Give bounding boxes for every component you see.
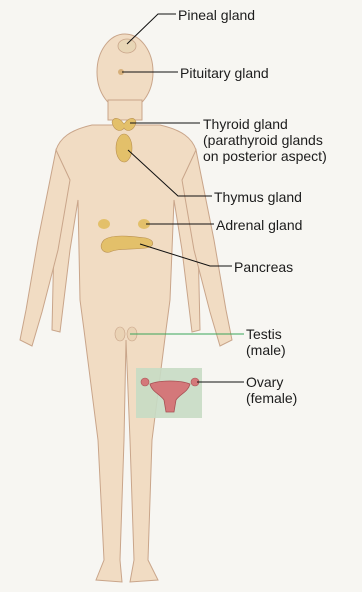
pituitary-gland-label: Pituitary gland xyxy=(180,65,269,81)
thymus-gland-shape xyxy=(116,134,132,162)
pancreas-label: Pancreas xyxy=(234,259,293,275)
torso-legs xyxy=(52,125,200,582)
adrenal-gland-left-shape xyxy=(98,219,110,229)
ovary-label-line2: (female) xyxy=(246,390,297,406)
testis-label-line2: (male) xyxy=(246,342,286,358)
testis-label: Testis (male) xyxy=(246,326,286,358)
body-silhouette xyxy=(20,34,232,582)
testis-left-shape xyxy=(115,327,125,341)
thyroid-label-line1: Thyroid gland xyxy=(203,116,327,132)
pineal-gland-label: Pineal gland xyxy=(178,7,255,23)
testis-label-line1: Testis xyxy=(246,326,286,342)
ovary-label-line1: Ovary xyxy=(246,374,297,390)
thyroid-label-line3: on posterior aspect) xyxy=(203,148,327,164)
pineal-gland-shape xyxy=(118,39,136,53)
ovary-left-shape xyxy=(141,378,149,386)
neck xyxy=(108,100,142,120)
thyroid-gland-label: Thyroid gland (parathyroid glands on pos… xyxy=(203,116,327,164)
female-inset xyxy=(136,368,202,418)
thymus-gland-label: Thymus gland xyxy=(214,189,302,205)
adrenal-gland-label: Adrenal gland xyxy=(216,217,302,233)
ovary-label: Ovary (female) xyxy=(246,374,297,406)
thyroid-label-line2: (parathyroid glands xyxy=(203,132,327,148)
